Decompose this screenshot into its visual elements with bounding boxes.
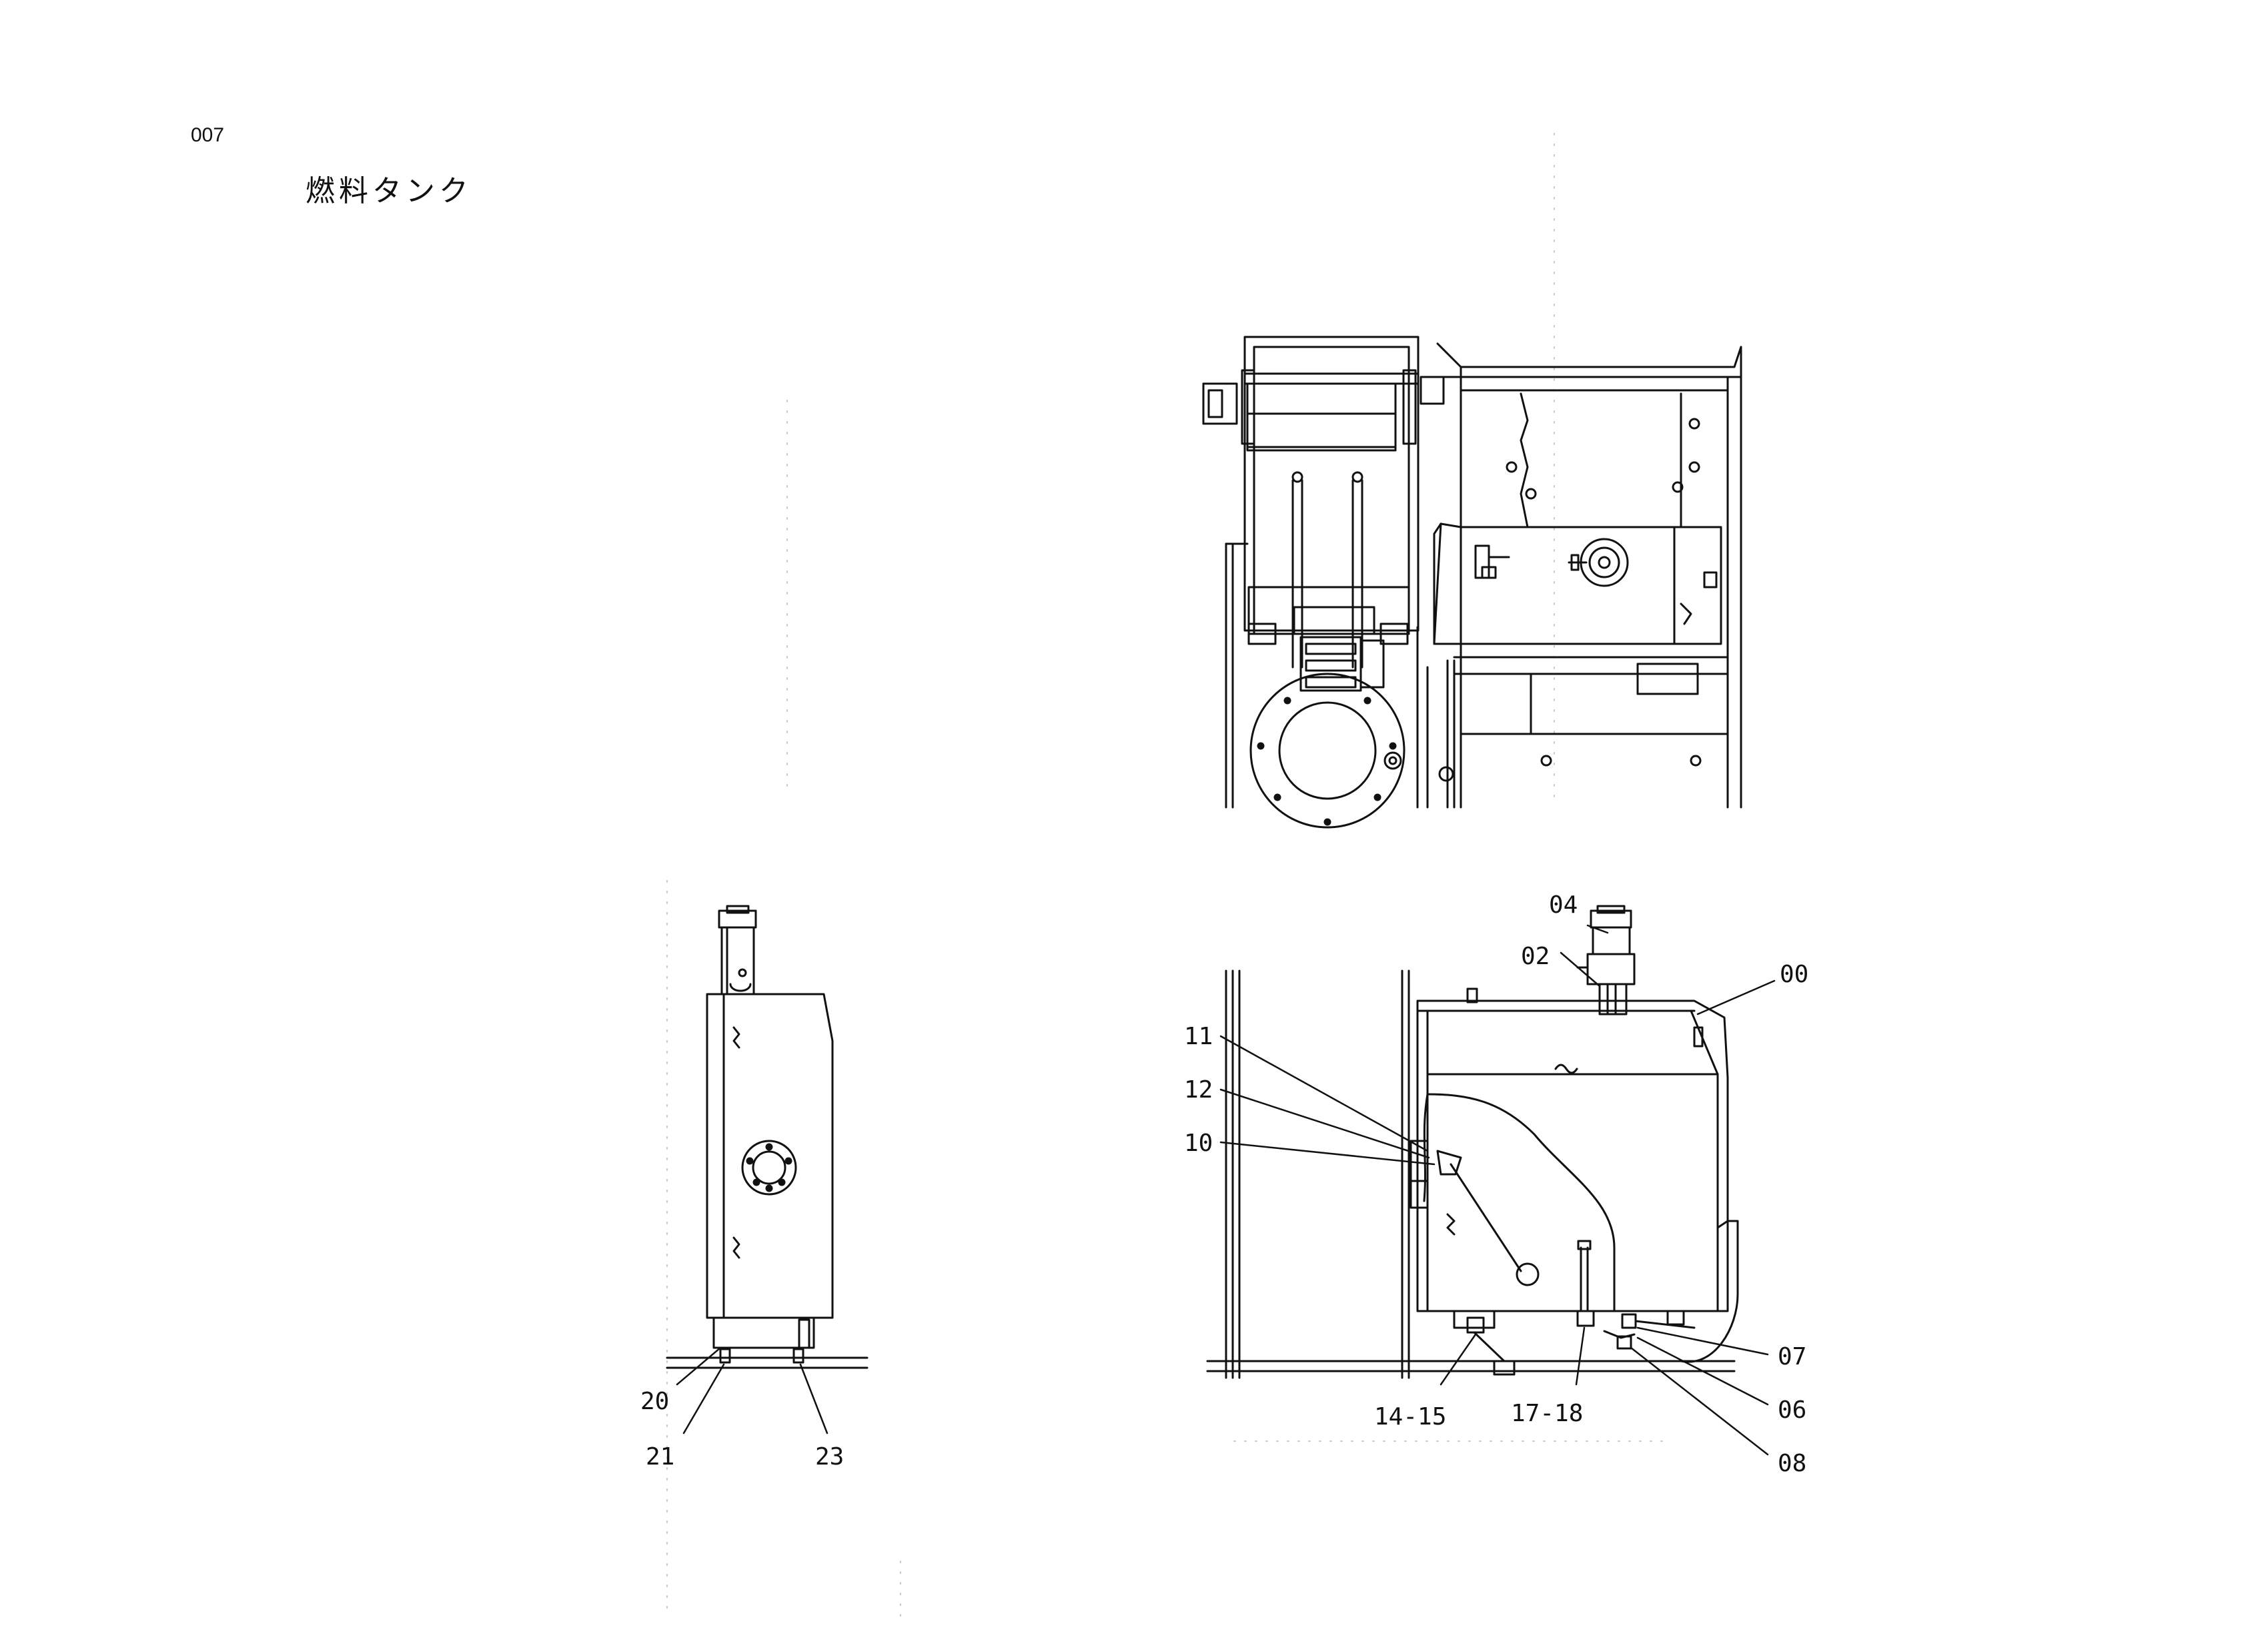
part-callouts: 04 02 00 11 12 10 14-15 17-18 07 06 08 2… xyxy=(640,891,1808,1477)
callout-07: 07 xyxy=(1778,1343,1806,1370)
callout-02: 02 xyxy=(1521,943,1550,970)
callout-14-15: 14-15 xyxy=(1374,1403,1446,1431)
callout-11: 11 xyxy=(1184,1023,1213,1050)
page-number: 007 xyxy=(191,124,225,146)
page-title: 燃料タンク xyxy=(306,174,472,208)
callout-00: 00 xyxy=(1780,961,1808,988)
callout-06: 06 xyxy=(1778,1396,1806,1424)
top-view xyxy=(1202,336,1742,829)
callout-10: 10 xyxy=(1184,1130,1213,1157)
scan-artifacts xyxy=(666,133,1668,1622)
leader-lines xyxy=(676,924,1776,1456)
callout-12: 12 xyxy=(1184,1076,1213,1104)
callout-17-18: 17-18 xyxy=(1511,1400,1583,1427)
callout-23: 23 xyxy=(815,1443,844,1471)
callout-21: 21 xyxy=(646,1443,674,1471)
callout-08: 08 xyxy=(1778,1450,1806,1477)
side-view xyxy=(666,905,869,1369)
callout-20: 20 xyxy=(640,1388,669,1415)
front-view xyxy=(1206,905,1739,1379)
callout-04: 04 xyxy=(1549,891,1578,919)
